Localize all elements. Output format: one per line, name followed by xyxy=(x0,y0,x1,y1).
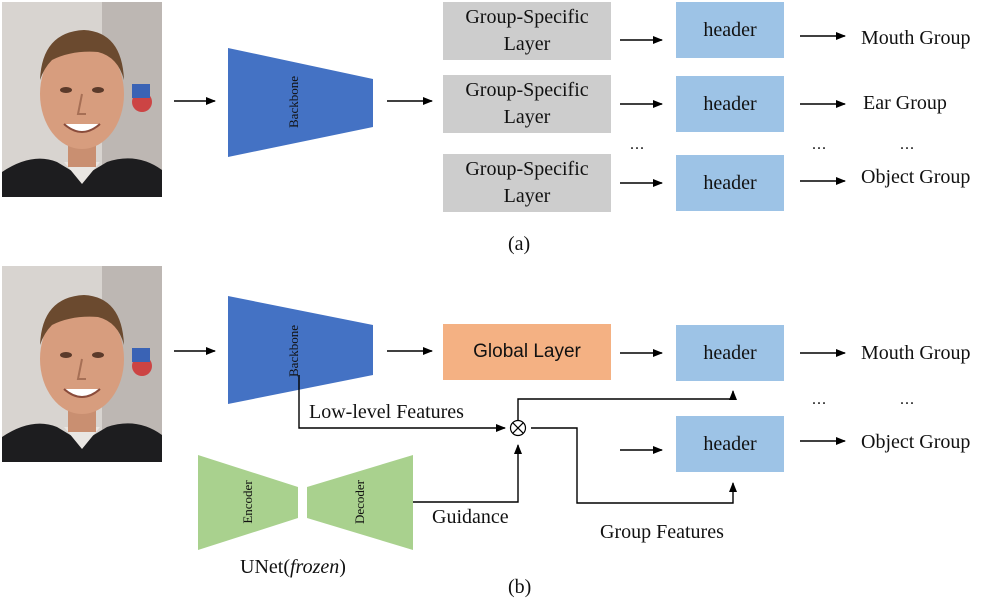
ellipsis: ... xyxy=(630,136,645,153)
decoder-label: Decoder xyxy=(352,479,367,525)
group-specific-layer-text: Group-Specific xyxy=(465,158,589,180)
group-specific-layer-3: Group-Specific Layer xyxy=(443,154,611,212)
decoder-shape xyxy=(307,455,413,550)
group-specific-layer-text: Group-Specific xyxy=(465,6,589,28)
output-label-object-b: Object Group xyxy=(861,431,971,453)
unet-label-prefix: UNet( xyxy=(240,556,290,578)
unet-label: UNet(frozen) xyxy=(240,556,346,579)
header-box-a3: header xyxy=(676,155,784,211)
group-specific-layer-text: Group-Specific xyxy=(465,79,589,101)
output-label-mouth-b: Mouth Group xyxy=(861,342,971,364)
ellipsis: ... xyxy=(812,136,827,153)
guidance-label: Guidance xyxy=(432,506,509,528)
backbone-label-b: Backbone xyxy=(286,325,301,377)
face-photo-b xyxy=(2,266,162,462)
output-label-ear-a: Ear Group xyxy=(863,92,947,114)
low-level-features-label: Low-level Features xyxy=(309,401,464,423)
header-box-a1: header xyxy=(676,2,784,58)
caption-a: (a) xyxy=(508,233,531,255)
backbone-label-a: Backbone xyxy=(286,76,301,128)
backbone-shape-b xyxy=(228,296,373,404)
encoder-label: Encoder xyxy=(240,480,255,524)
header-box-a2: header xyxy=(676,76,784,132)
output-label-object-a: Object Group xyxy=(861,166,971,188)
multiply-node xyxy=(509,419,527,437)
group-specific-layer-1: Group-Specific Layer xyxy=(443,2,611,60)
unet-label-frozen: frozen xyxy=(289,556,340,578)
face-photo-a xyxy=(2,2,162,197)
caption-b: (b) xyxy=(508,576,532,598)
ellipsis: ... xyxy=(812,391,827,408)
global-layer-box: Global Layer xyxy=(443,324,611,380)
unet-label-suffix: ) xyxy=(339,556,346,578)
backbone-shape-a xyxy=(228,48,373,157)
encoder-shape xyxy=(198,455,298,550)
group-specific-layer-text: Layer xyxy=(503,185,551,207)
output-label-mouth-a: Mouth Group xyxy=(861,27,971,49)
header-box-b2: header xyxy=(676,416,784,472)
group-features-label: Group Features xyxy=(600,521,724,543)
header-box-b1: header xyxy=(676,325,784,381)
group-specific-layer-text: Layer xyxy=(503,106,551,128)
ellipsis: ... xyxy=(900,136,915,153)
group-specific-layer-text: Layer xyxy=(503,33,551,55)
group-specific-layer-2: Group-Specific Layer xyxy=(443,75,611,133)
ellipsis: ... xyxy=(900,391,915,408)
